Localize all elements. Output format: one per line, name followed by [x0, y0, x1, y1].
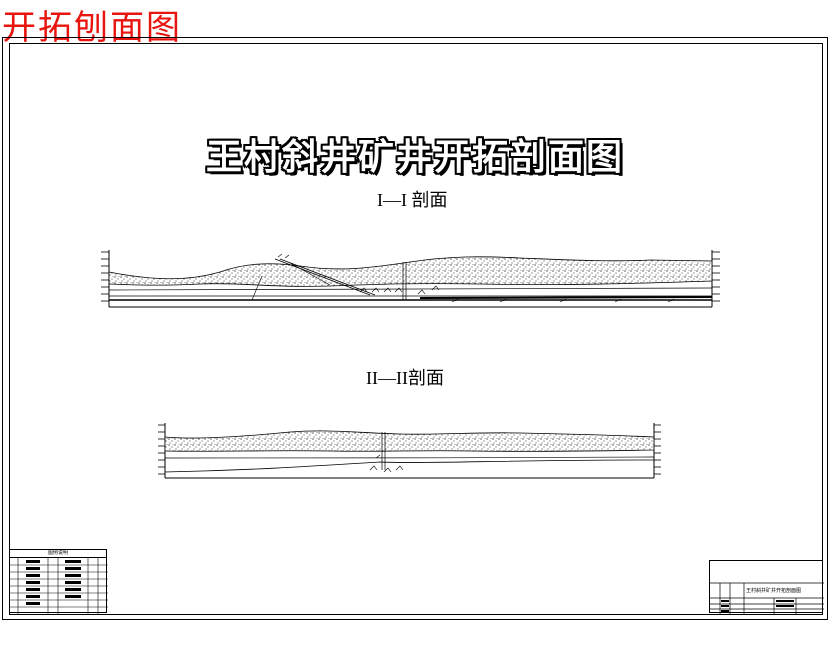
title-block-grid: [710, 582, 824, 614]
corner-title: 开拓刨面图: [2, 8, 182, 48]
legend-table: 图例说明: [9, 549, 108, 614]
drawing-inner-frame: [9, 43, 823, 615]
section-1-label: I—I 剖面: [377, 190, 448, 210]
section-1-profile: [101, 250, 720, 308]
drawing-title: 王村斜井矿井开拓剖面图: [205, 137, 624, 178]
title-block-drawing-name: 王村斜井矿井开拓剖面图: [746, 588, 802, 594]
section-2-profile: [158, 423, 661, 479]
drawing-outer-frame: [2, 37, 828, 620]
section-2-label: II—II剖面: [366, 368, 444, 388]
legend-title: 图例说明: [10, 550, 106, 558]
legend-grid: [10, 558, 108, 614]
title-block: 王村斜井矿井开拓剖面图: [709, 560, 824, 614]
